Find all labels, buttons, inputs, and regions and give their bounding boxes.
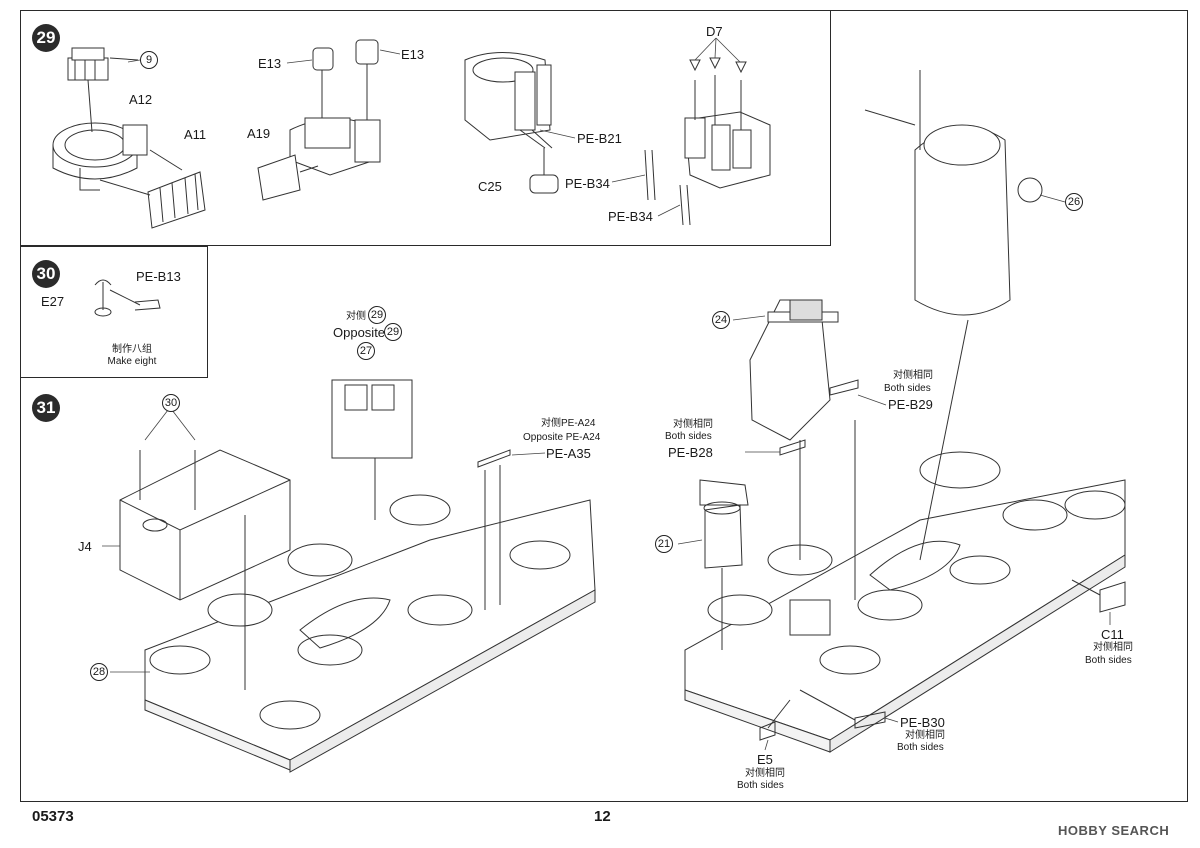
label-c11: C11 [1101,627,1124,642]
callout-ref-9: 9 [140,51,158,69]
callout-ref-30: 30 [162,394,180,412]
label-e13-left: E13 [258,56,282,71]
label-opposite-29-cn: 对侧 [346,311,366,322]
page-frame-top-right [831,10,1188,378]
label-b30-cn: 对侧相同 [905,730,945,741]
label-pe-b34-a: PE-B34 [565,176,610,191]
note-make-eight: Make eight [107,356,157,367]
label-pe-b28: PE-B28 [668,445,713,460]
label-b29-en: Both sides [884,383,931,394]
label-pe-b34-b: PE-B34 [608,209,653,224]
label-c11-en: Both sides [1085,655,1132,666]
label-pe-b21: PE-B21 [577,131,622,146]
label-j4: J4 [78,539,92,554]
label-e5-cn: 对侧相同 [745,768,785,779]
label-e13-right: E13 [401,47,425,62]
callout-ref-27: 27 [357,342,375,360]
step-30-panel [20,246,208,378]
label-a12: A12 [129,92,153,107]
label-b28-cn: 对侧相同 [673,419,713,430]
page-number: 12 [594,808,611,825]
label-pe-a24-en: Opposite PE-A24 [523,432,601,443]
step-31-panel [20,378,1188,802]
label-pe-a24-cn: 对侧PE-A24 [541,418,596,429]
callout-ref-21: 21 [655,535,673,553]
label-a19: A19 [247,126,271,141]
label-pe-b13: PE-B13 [136,269,181,284]
label-pe-a35: PE-A35 [546,446,591,461]
label-b29-cn: 对侧相同 [893,370,933,381]
hobby-search-watermark: HOBBY SEARCH [1058,823,1170,838]
step-29-panel [20,10,831,246]
label-b30-en: Both sides [897,742,944,753]
label-c11-cn: 对侧相同 [1093,642,1133,653]
label-pe-b29: PE-B29 [888,397,933,412]
label-e27: E27 [41,294,65,309]
callout-ref-29b: 29 [384,323,402,341]
product-code: 05373 [32,808,74,825]
label-d7: D7 [706,24,723,39]
label-opposite-29-en: Opposite [333,325,386,340]
step-30-badge: 30 [32,260,60,288]
callout-ref-26: 26 [1065,193,1083,211]
label-e5: E5 [757,752,773,767]
label-pe-b30: PE-B30 [900,715,945,730]
callout-ref-29a: 29 [368,306,386,324]
step-31-badge: 31 [32,394,60,422]
step-29-badge: 29 [32,24,60,52]
note-make-eight-cn: 制作八组 [112,344,152,355]
label-e5-en: Both sides [737,780,784,791]
label-c25: C25 [478,179,502,194]
callout-ref-28: 28 [90,663,108,681]
callout-ref-24: 24 [712,311,730,329]
label-a11: A11 [184,127,207,142]
label-b28-en: Both sides [665,431,712,442]
